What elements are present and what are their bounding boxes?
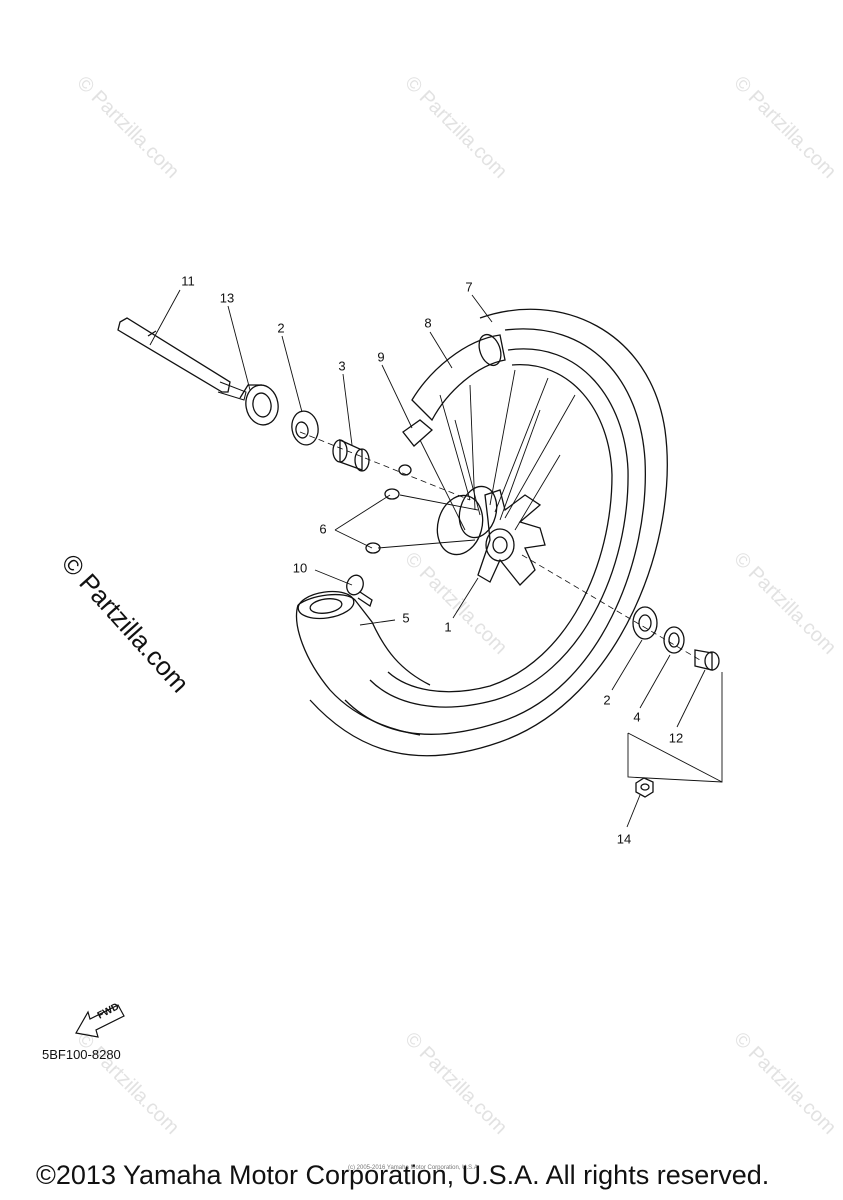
callout-2-left: 2 bbox=[277, 320, 285, 336]
callout-2-right: 2 bbox=[603, 692, 611, 708]
callout-14: 14 bbox=[616, 831, 632, 847]
callout-10: 10 bbox=[292, 560, 308, 576]
callout-7: 7 bbox=[465, 279, 473, 295]
balancer-upper bbox=[384, 488, 400, 500]
callout-8: 8 bbox=[424, 315, 432, 331]
balancer-lower bbox=[365, 542, 381, 554]
axle-nut bbox=[635, 777, 654, 798]
rim-inner-outline bbox=[387, 364, 613, 693]
valve-nut bbox=[346, 574, 373, 608]
rim-outline bbox=[369, 348, 629, 708]
hub bbox=[436, 485, 546, 586]
callout-9: 9 bbox=[377, 349, 385, 365]
valve-stem bbox=[402, 419, 433, 447]
copyright-footer: ©2013 Yamaha Motor Corporation, U.S.A. A… bbox=[36, 1160, 770, 1190]
spacer bbox=[332, 438, 370, 472]
callout-3: 3 bbox=[338, 358, 346, 374]
callout-5: 5 bbox=[402, 610, 410, 626]
fwd-arrow bbox=[75, 1004, 125, 1038]
rim-band bbox=[411, 334, 506, 422]
tube-cutaway bbox=[295, 593, 431, 736]
spokes bbox=[377, 369, 576, 549]
small-copyright: (c) 2005-2016 Yamaha Motor Corporation, … bbox=[348, 1165, 480, 1171]
oil-seal bbox=[663, 626, 685, 654]
collar-right bbox=[694, 649, 720, 671]
axle bbox=[117, 317, 247, 401]
collar bbox=[239, 384, 279, 426]
callout-4: 4 bbox=[633, 709, 641, 725]
callout-6: 6 bbox=[319, 521, 327, 537]
leader-lines bbox=[149, 289, 723, 828]
tube-section-end bbox=[297, 590, 355, 620]
bearing-left bbox=[291, 410, 319, 446]
callout-11: 11 bbox=[181, 273, 195, 289]
bearing-right bbox=[632, 606, 658, 640]
tire-outline bbox=[309, 308, 668, 757]
callout-13: 13 bbox=[219, 290, 235, 306]
balancer-extra bbox=[398, 464, 412, 476]
tire-inner-outline bbox=[344, 328, 646, 736]
diagram-code: 5BF100-8280 bbox=[42, 1047, 121, 1062]
callout-1: 1 bbox=[444, 619, 452, 635]
callout-12: 12 bbox=[668, 730, 684, 746]
